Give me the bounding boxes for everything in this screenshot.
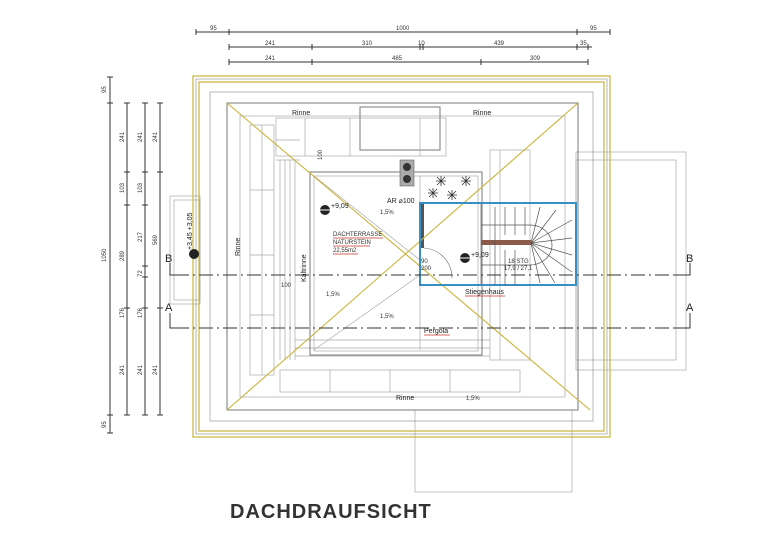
label-rinne: Rinne (473, 110, 491, 117)
dim-text: 241 (120, 131, 126, 142)
label-dim: 100 (318, 149, 324, 160)
label-stairhouse: Stiegenhaus (465, 289, 504, 296)
dim-text: 241 (153, 364, 159, 375)
label-rinne: Rinne (396, 395, 414, 402)
label-dim: 100 (281, 283, 292, 289)
dim-text: 485 (392, 56, 403, 62)
roof-body (226, 102, 579, 411)
section-b-label-left: B (165, 253, 172, 265)
label-rinne: Rinne (292, 110, 310, 117)
top-dimensions: 95 1000 95 241 310 10 439 35 241 485 309 (195, 26, 611, 65)
label-slope: 1,5% (380, 314, 394, 320)
dim-text: 310 (362, 41, 373, 47)
dim-text: 95 (102, 421, 108, 428)
dim-text: 103 (138, 182, 144, 193)
dim-text: 569 (153, 234, 159, 245)
dim-text: 439 (494, 41, 505, 47)
stairs-count: 18 STG (508, 259, 529, 265)
label-level: +9,09 (471, 252, 489, 259)
label-slope: 1,5% (380, 210, 394, 216)
dim-text: 95 (102, 86, 108, 93)
stairs-dims: 17,9 / 27,1 (504, 266, 533, 272)
door-height: 200 (421, 266, 432, 272)
section-lines: B A B A (165, 253, 694, 329)
dim-text: 241 (265, 56, 276, 62)
terrace-material: NATURSTEIN (333, 240, 371, 246)
section-a-label-left: A (165, 302, 173, 314)
dim-text: 1050 (102, 248, 108, 262)
label-drain: AR ⌀100 (387, 198, 415, 205)
drawing-title: DACHDRAUFSICHT (230, 501, 432, 523)
plan-labels: Rinne Rinne Rinne Rinne Kaltrinne 100 10… (187, 110, 533, 402)
label-slope: 1,5% (466, 396, 480, 402)
stairwell (419, 202, 577, 286)
section-a-label-right: A (686, 302, 694, 314)
dim-text: 241 (153, 131, 159, 142)
dim-text: 1000 (396, 26, 410, 32)
dim-text: 241 (120, 364, 126, 375)
label-level: +9,09 (331, 203, 349, 210)
dim-text: 241 (138, 131, 144, 142)
dim-text: 95 (590, 26, 597, 32)
dim-text: 72 (138, 270, 144, 277)
dim-text: 309 (530, 56, 541, 62)
label-pergola: Pergola (424, 328, 448, 335)
left-dimensions: 95 1050 95 241 103 289 176 241 241 103 2… (102, 76, 163, 434)
dim-text: 289 (120, 250, 126, 261)
level-marker-icons (189, 205, 472, 263)
plants-icon (428, 176, 471, 200)
label-rinne: Rinne (235, 238, 242, 256)
dim-text: 176 (138, 307, 144, 318)
dim-text: 95 (210, 26, 217, 32)
dim-text: 241 (265, 41, 276, 47)
section-b-label-right: B (686, 253, 693, 265)
dim-text: 241 (138, 364, 144, 375)
terrace-area: 22,55m2 (333, 248, 357, 254)
dim-text: 103 (120, 182, 126, 193)
dim-text: 176 (120, 307, 126, 318)
label-level: +3,45 +3,05 (187, 213, 194, 250)
dim-text: 217 (138, 231, 144, 242)
door-width: 90 (421, 259, 428, 265)
label-slope: 1,5% (326, 292, 340, 298)
label-kaltrinne: Kaltrinne (301, 254, 308, 282)
hip-lines (226, 102, 591, 411)
dim-text: 10 (418, 41, 425, 47)
dim-text: 35 (580, 41, 587, 47)
terrace-name: DACHTERRASSE (333, 232, 382, 238)
